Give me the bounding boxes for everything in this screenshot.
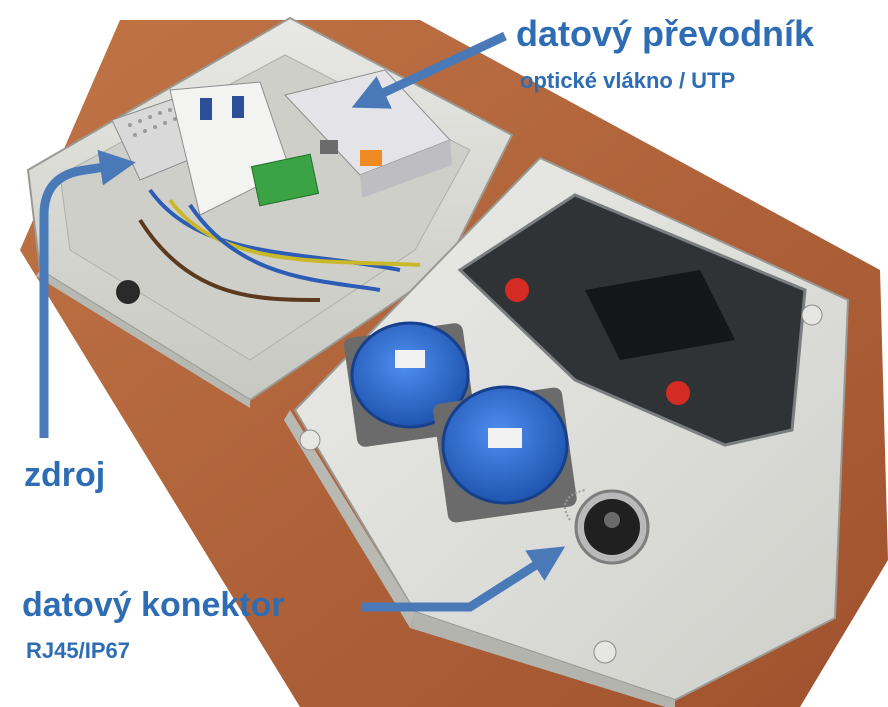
wiring [138,188,421,302]
screw-icon [299,429,321,451]
blue-socket-right [433,385,577,523]
data-converter-module [284,69,452,198]
data-converter-label: datový převodník [516,13,815,54]
arrow-to-converter [351,31,507,109]
arrow-to-data-connector [362,546,566,612]
data-connector-sublabel: RJ45/IP67 [26,638,130,663]
data-connector-label: datový konektor [22,586,285,624]
power-supply-label: zdroj [24,456,106,494]
cable-gland [116,280,140,304]
screw-icon [801,304,823,326]
arrow-to-power-supply [39,149,136,438]
latch-red-top [505,278,529,302]
terminal-block [250,153,320,207]
rj45-connector [564,489,650,565]
latch-red-bottom [666,381,690,405]
socket-enclosure [284,156,850,707]
data-converter-sublabel: optické vlákno / UTP [520,68,736,93]
screw-icon [593,640,617,664]
open-enclosure [26,16,514,408]
breaker-window [457,193,807,447]
